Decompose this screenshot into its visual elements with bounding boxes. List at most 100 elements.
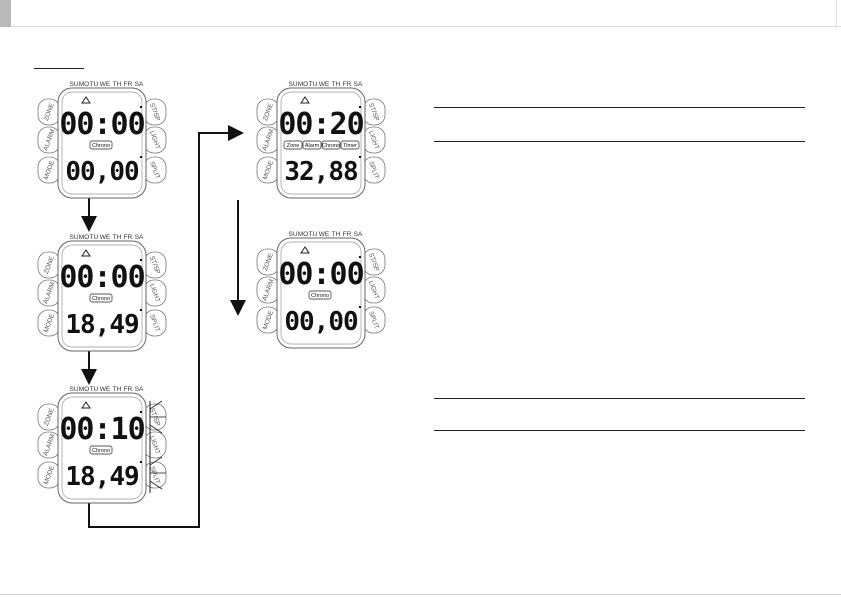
day-label-sa: SA [354, 81, 363, 88]
section-heading-underline [34, 68, 84, 69]
sub-display: 00,00 [284, 307, 358, 337]
footer-rule [0, 594, 841, 595]
day-label-we: WE [100, 386, 111, 393]
svg-text:Timer: Timer [343, 143, 357, 149]
button-mode[interactable]: MODE [37, 309, 61, 337]
sub-dot [359, 156, 361, 158]
mode-badge-chrono: Chrono [321, 140, 341, 150]
button-mode[interactable]: MODE [256, 306, 280, 334]
day-label-we: WE [100, 81, 111, 88]
button-light[interactable]: LIGHT [362, 276, 386, 304]
button-alarm[interactable]: ALARM [256, 126, 280, 154]
button-split[interactable]: SPLIT [143, 309, 167, 337]
button-zone[interactable]: ZONE [37, 403, 61, 431]
button-zone[interactable]: ZONE [256, 98, 280, 126]
day-label-tu: TU [90, 386, 99, 393]
button-split[interactable]: SPLIT [143, 156, 167, 184]
svg-text:Chrono: Chrono [322, 143, 340, 149]
page-corner-tab [0, 0, 11, 27]
button-light[interactable]: LIGHT [143, 279, 167, 307]
main-time: 00:00 [278, 257, 363, 292]
day-label-sa: SA [135, 81, 144, 88]
button-st-sp[interactable]: ST/SP [143, 98, 167, 126]
button-alarm[interactable]: ALARM [37, 279, 61, 307]
sub-display: 32,88 [284, 157, 358, 187]
day-indicator-icon [300, 246, 310, 254]
svg-text:Chrono: Chrono [92, 448, 110, 454]
button-zone[interactable]: ZONE [37, 251, 61, 279]
sub-display: 18,49 [65, 462, 138, 492]
day-label-mo: MO [298, 81, 308, 88]
day-label-th: TH [332, 231, 341, 238]
day-label-su: SU [69, 386, 78, 393]
day-label-su: SU [288, 231, 297, 238]
table-rule-4 [434, 430, 805, 431]
mode-badge-chrono: Chrono [89, 140, 113, 150]
time-dot [140, 259, 142, 261]
button-light[interactable]: LIGHT [362, 126, 386, 154]
day-label-mo: MO [79, 234, 89, 241]
day-label-sa: SA [135, 234, 144, 241]
day-label-tu: TU [90, 234, 99, 241]
time-dot [359, 106, 361, 108]
button-st-sp[interactable]: ST/SP [362, 248, 386, 276]
sub-display: 00,00 [65, 157, 139, 187]
button-alarm[interactable]: ALARM [37, 126, 61, 154]
day-label-sa: SA [354, 231, 363, 238]
day-indicator-icon [81, 96, 91, 104]
button-split[interactable]: SPLIT [362, 156, 386, 184]
day-label-we: WE [100, 234, 111, 241]
mode-badge-timer: Timer [340, 140, 360, 150]
day-label-fr: FR [124, 81, 133, 88]
button-alarm[interactable]: ALARM [37, 431, 61, 459]
button-zone[interactable]: ZONE [37, 98, 61, 126]
main-time: 00:00 [59, 260, 144, 295]
day-label-we: WE [319, 81, 330, 88]
button-mode[interactable]: MODE [37, 156, 61, 184]
sub-dot [140, 309, 142, 311]
press-indicator-icon [149, 400, 166, 493]
button-zone[interactable]: ZONE [256, 248, 280, 276]
svg-text:Chrono: Chrono [92, 143, 110, 149]
day-label-fr: FR [343, 231, 352, 238]
time-dot [140, 106, 142, 108]
day-label-su: SU [288, 81, 297, 88]
time-dot [140, 411, 142, 413]
mode-badge-chrono: Chrono [89, 293, 113, 303]
day-indicator-icon [81, 249, 91, 257]
button-light[interactable]: LIGHT [143, 431, 167, 459]
button-st-sp[interactable]: ST/SP [143, 251, 167, 279]
mode-badge-alarm: Alarm [302, 140, 322, 150]
button-light[interactable]: LIGHT [143, 126, 167, 154]
main-time: 00:10 [59, 412, 144, 447]
svg-text:Chrono: Chrono [311, 293, 329, 299]
day-label-fr: FR [343, 81, 352, 88]
button-mode[interactable]: MODE [256, 156, 280, 184]
button-split[interactable]: SPLIT [362, 306, 386, 334]
sub-dot [140, 461, 142, 463]
day-label-fr: FR [124, 386, 133, 393]
button-st-sp[interactable]: ST/SP [362, 98, 386, 126]
button-mode[interactable]: MODE [37, 461, 61, 489]
table-rule-2 [434, 141, 805, 142]
sub-display: 18,49 [65, 310, 138, 340]
time-dot [359, 256, 361, 258]
day-label-mo: MO [79, 81, 89, 88]
button-alarm[interactable]: ALARM [256, 276, 280, 304]
day-label-sa: SA [135, 386, 144, 393]
day-label-mo: MO [79, 386, 89, 393]
day-label-th: TH [113, 81, 122, 88]
sub-dot [359, 306, 361, 308]
svg-text:Alarm: Alarm [305, 143, 320, 149]
